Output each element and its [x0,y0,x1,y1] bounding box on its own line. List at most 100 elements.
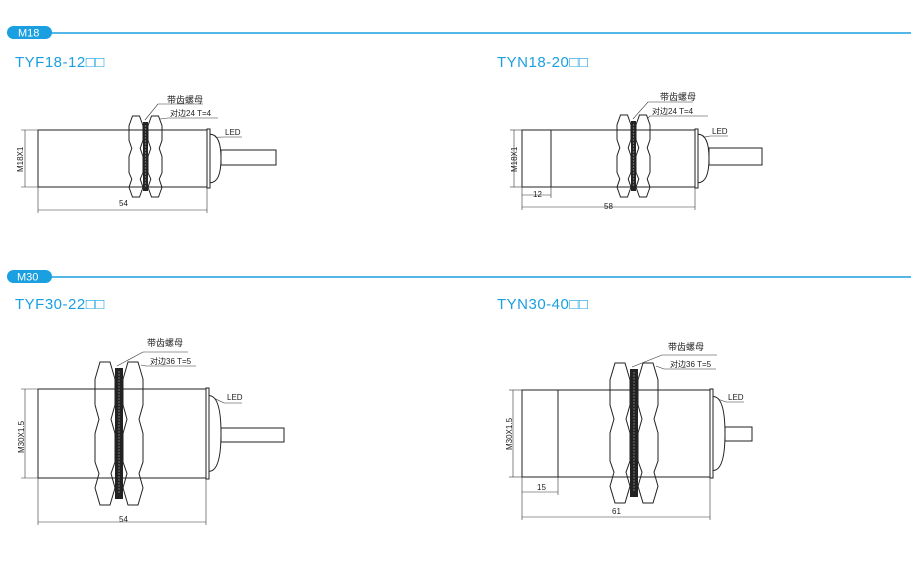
washer-teeth [633,438,635,440]
thread-dimension: M30X1.5 [17,420,26,453]
cable [724,426,753,442]
length-dimension: 61 [612,507,621,516]
sensor-body [37,129,208,188]
nut-spec: 对边24 T=4 [170,108,212,118]
washer-teeth [118,386,120,388]
sensor-rear-ring [205,387,210,480]
nut-label: 带齿螺母 [167,95,203,105]
sensor-front-cap [521,129,552,188]
washer-teeth [632,184,635,186]
leader-line [647,115,708,119]
washer-teeth [118,377,120,379]
washer-teeth [633,489,635,491]
washer-teeth [118,491,120,493]
nut-spec: 对边24 T=4 [652,106,694,116]
section-pill [7,26,52,39]
washer-teeth [144,182,147,184]
washer-teeth [118,434,120,436]
washer-teeth [144,179,147,181]
washer-teeth [118,428,120,430]
thread-dimension: M30X1.5 [505,417,514,450]
washer-teeth [632,127,635,129]
washer-teeth [118,446,120,448]
length-dimension: 54 [119,199,128,208]
front-dimension: 12 [533,190,542,199]
washer-teeth [633,381,635,383]
washer-teeth [144,125,147,127]
leader-line [655,365,716,370]
hex-nut [616,114,632,198]
washer-teeth [144,161,147,163]
thread-dimension: M18X1 [16,146,25,172]
washer-teeth [118,455,120,457]
washer-teeth [144,173,147,175]
washer-teeth [633,420,635,422]
nut-spec: 对边36 T=5 [670,359,712,369]
leader-line [632,101,693,120]
washer-teeth [118,437,120,439]
hex-nut [147,115,163,198]
washer-teeth [144,155,147,157]
washer-teeth [632,151,635,153]
led-label: LED [712,127,728,136]
section-tag: M30 [17,272,38,284]
washer-teeth [632,130,635,132]
washer-teeth [632,163,635,165]
washer-teeth [633,378,635,380]
washer-teeth [633,387,635,389]
sensor-drawing [21,351,285,525]
washer-teeth [633,456,635,458]
model-title: TYF30-22□□ [15,296,105,313]
model-title: TYN18-20□□ [497,54,588,71]
washer-teeth [118,380,120,382]
washer-teeth [118,470,120,472]
washer-teeth [144,149,147,151]
washer-teeth [118,452,120,454]
sensor-body [550,129,696,188]
washer-teeth [118,401,120,403]
hex-nut [637,362,659,504]
sensor-rear-ring [694,128,699,189]
washer-teeth [632,142,635,144]
washer-teeth [633,444,635,446]
washer-teeth [633,483,635,485]
model-title: TYF18-12□□ [15,54,105,71]
washer-teeth [144,185,147,187]
washer-teeth [118,374,120,376]
washer-teeth [118,410,120,412]
washer-teeth [633,453,635,455]
washer-teeth [118,449,120,451]
washer-teeth [118,482,120,484]
section-header-m30: M30 [7,270,911,284]
hex-nut [609,362,631,504]
washer-teeth [118,476,120,478]
section-pill [7,270,52,283]
washer-teeth [632,160,635,162]
washer-teeth [118,458,120,460]
washer-teeth [633,459,635,461]
cable [220,149,277,166]
cable [220,427,285,443]
sensor-rear-ring [206,128,211,189]
washer-teeth [118,419,120,421]
leader-line [718,399,744,403]
washer-teeth [633,450,635,452]
washer-teeth [118,422,120,424]
washer-teeth [633,408,635,410]
washer-teeth [632,133,635,135]
washer-teeth [632,154,635,156]
washer-teeth [118,443,120,445]
washer-teeth [633,465,635,467]
washer-teeth [144,143,147,145]
washer-teeth [118,398,120,400]
led-cap [712,396,726,471]
washer-teeth [118,431,120,433]
washer-teeth [633,411,635,413]
washer-teeth [633,429,635,431]
sensor-rear-ring [709,388,714,479]
washer-teeth [632,181,635,183]
nut-label: 带齿螺母 [147,338,183,348]
led-label: LED [728,393,744,402]
leader-line [116,351,188,367]
